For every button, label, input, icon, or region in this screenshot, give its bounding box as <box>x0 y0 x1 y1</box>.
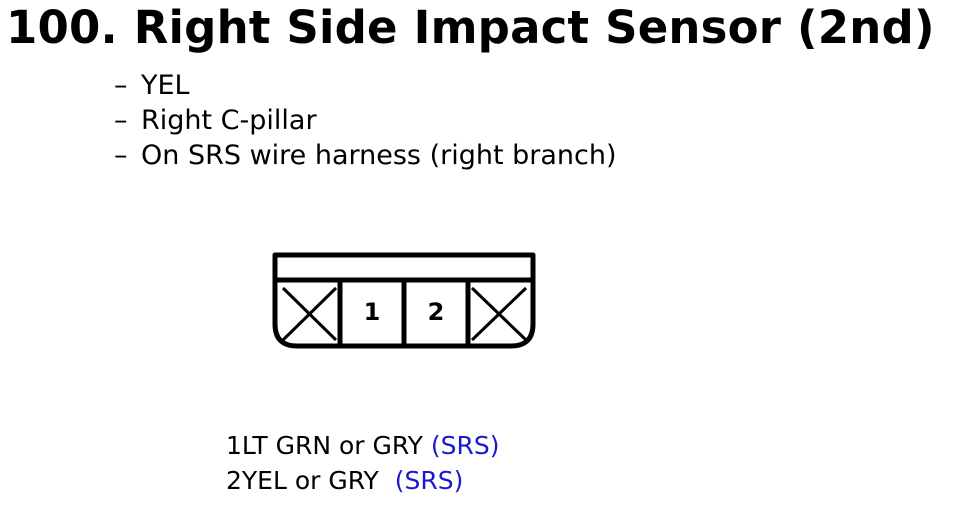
detail-location: –Right C-pillar <box>114 103 617 138</box>
pin-label-1: 1 <box>364 298 381 326</box>
bullet-dash: – <box>114 140 128 171</box>
blocked-cavity-right <box>470 286 528 342</box>
pin-system: (SRS) <box>430 431 500 460</box>
blocked-cross-icon <box>281 286 338 342</box>
pin-label-2: 2 <box>428 298 445 326</box>
detail-color-text: YEL <box>141 70 190 101</box>
detail-harness-text: On SRS wire harness (right branch) <box>141 140 617 171</box>
pin-assignment-list: 1LT GRN or GRY (SRS) 2YEL or GRY (SRS) <box>226 428 500 498</box>
pin-wire: YEL or GRY <box>241 466 379 495</box>
connector-top-bar <box>272 252 536 283</box>
detail-location-text: Right C-pillar <box>141 105 317 136</box>
pin-row-2: 2YEL or GRY (SRS) <box>226 463 500 498</box>
pin-system: (SRS) <box>394 466 464 495</box>
sensor-details-list: –YEL –Right C-pillar –On SRS wire harnes… <box>114 68 617 173</box>
detail-harness: –On SRS wire harness (right branch) <box>114 138 617 173</box>
page-title: 100. Right Side Impact Sensor (2nd) <box>6 1 935 54</box>
pin-wire: LT GRN or GRY <box>241 431 423 460</box>
pin-number: 2 <box>226 466 242 495</box>
connector-diagram: 1 2 <box>272 252 536 349</box>
blocked-cross-icon <box>470 286 528 342</box>
detail-color: –YEL <box>114 68 617 103</box>
bullet-dash: – <box>114 105 128 136</box>
pin-row-1: 1LT GRN or GRY (SRS) <box>226 428 500 463</box>
bullet-dash: – <box>114 70 128 101</box>
pin-number: 1 <box>226 431 242 460</box>
blocked-cavity-left <box>281 286 338 342</box>
